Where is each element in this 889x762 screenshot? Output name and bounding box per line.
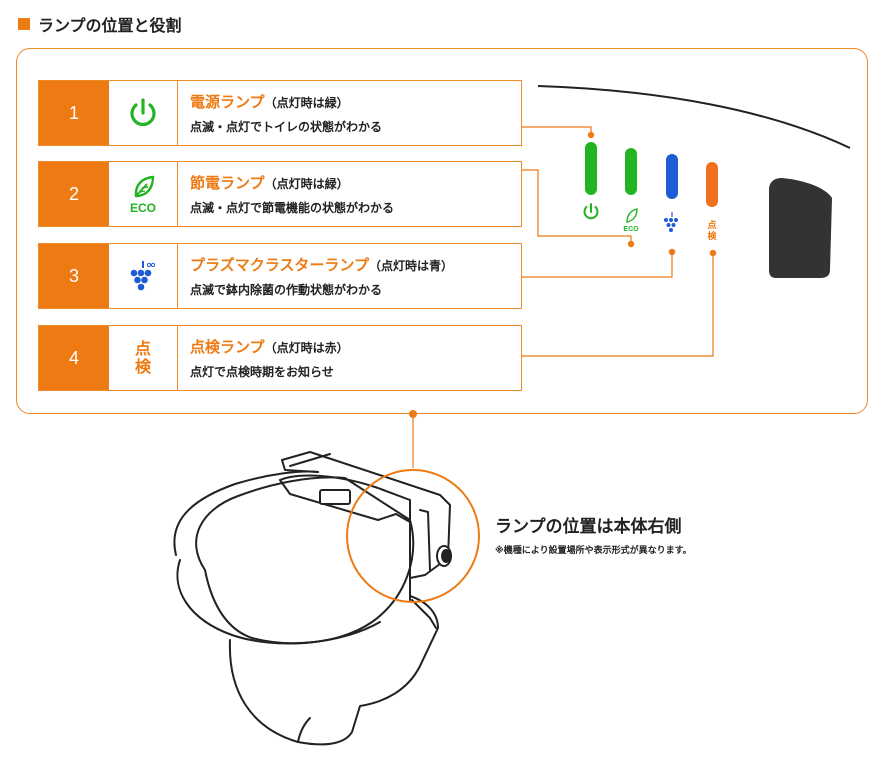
- row-number: 4: [39, 326, 109, 390]
- connector-dot-3: [668, 248, 676, 256]
- position-note: ※機種により設置場所や表示形式が異なります。: [495, 546, 692, 556]
- svg-text:ECO: ECO: [130, 201, 156, 215]
- connector-dot-1: [587, 131, 595, 139]
- dark-button: [769, 178, 832, 278]
- heading-square-icon: [18, 18, 30, 30]
- power-icon: [109, 81, 178, 145]
- connector-line-4: [522, 253, 714, 357]
- tenken-icon: 点 検: [109, 326, 178, 390]
- heading-text: ランプの位置と役割: [38, 16, 182, 35]
- control-panel-edge: [537, 85, 851, 149]
- row-description: 点滅・点灯でトイレの状態がわかる: [190, 120, 383, 134]
- row-number: 2: [39, 162, 109, 226]
- row-title: 電源ランプ（点灯時は緑）: [190, 93, 349, 111]
- row-description: 点灯で点検時期をお知らせ: [190, 365, 334, 379]
- lamp-row-plasmacluster: 3 プラズマクラスターランプ（点灯時は青） 点滅で鉢内除菌の作動状態がわかる: [38, 243, 522, 309]
- connector-dot-2: [627, 240, 635, 248]
- lamp-location-highlight: [346, 469, 480, 603]
- tenken-lamp: [706, 162, 718, 207]
- row-description: 点滅で鉢内除菌の作動状態がわかる: [190, 283, 383, 297]
- connector-line-2: [522, 169, 632, 244]
- row-number: 3: [39, 244, 109, 308]
- position-title: ランプの位置は本体右側: [495, 517, 682, 537]
- connector-dot-4: [709, 249, 717, 257]
- row-title: 点検ランプ（点灯時は赤）: [190, 338, 349, 356]
- eco-lamp: [625, 148, 637, 195]
- small-tenken-icon: 点 検: [707, 221, 717, 242]
- power-lamp: [585, 142, 597, 195]
- connector-line-3: [522, 252, 673, 278]
- toilet-illustration: [173, 451, 452, 746]
- plasmacluster-icon: [109, 244, 178, 308]
- small-plasmacluster-icon: [664, 212, 678, 232]
- tenken-char-2: 検: [134, 357, 151, 376]
- row-title: 節電ランプ（点灯時は緑）: [190, 174, 349, 192]
- connector-line-1: [522, 126, 592, 135]
- row-number: 1: [39, 81, 109, 145]
- lamp-row-eco: 2 ECO 節電ランプ（点灯時は緑） 点滅・点灯で節電機能の状態がわかる: [38, 161, 522, 227]
- lamp-row-power: 1 電源ランプ（点灯時は緑） 点滅・点灯でトイレの状態がわかる: [38, 80, 522, 146]
- small-power-icon: [583, 203, 599, 220]
- plasmacluster-lamp: [666, 154, 678, 199]
- section-heading: ランプの位置と役割: [18, 12, 182, 36]
- row-description: 点滅・点灯で節電機能の状態がわかる: [190, 201, 395, 215]
- small-eco-icon: ECO: [623, 208, 639, 233]
- svg-text:ECO: ECO: [623, 226, 639, 233]
- lamp-row-tenken: 4 点 検 点検ランプ（点灯時は赤） 点灯で点検時期をお知らせ: [38, 325, 522, 391]
- eco-leaf-icon: ECO: [109, 162, 178, 226]
- tenken-char-1: 点: [134, 339, 151, 358]
- row-title: プラズマクラスターランプ（点灯時は青）: [190, 256, 453, 274]
